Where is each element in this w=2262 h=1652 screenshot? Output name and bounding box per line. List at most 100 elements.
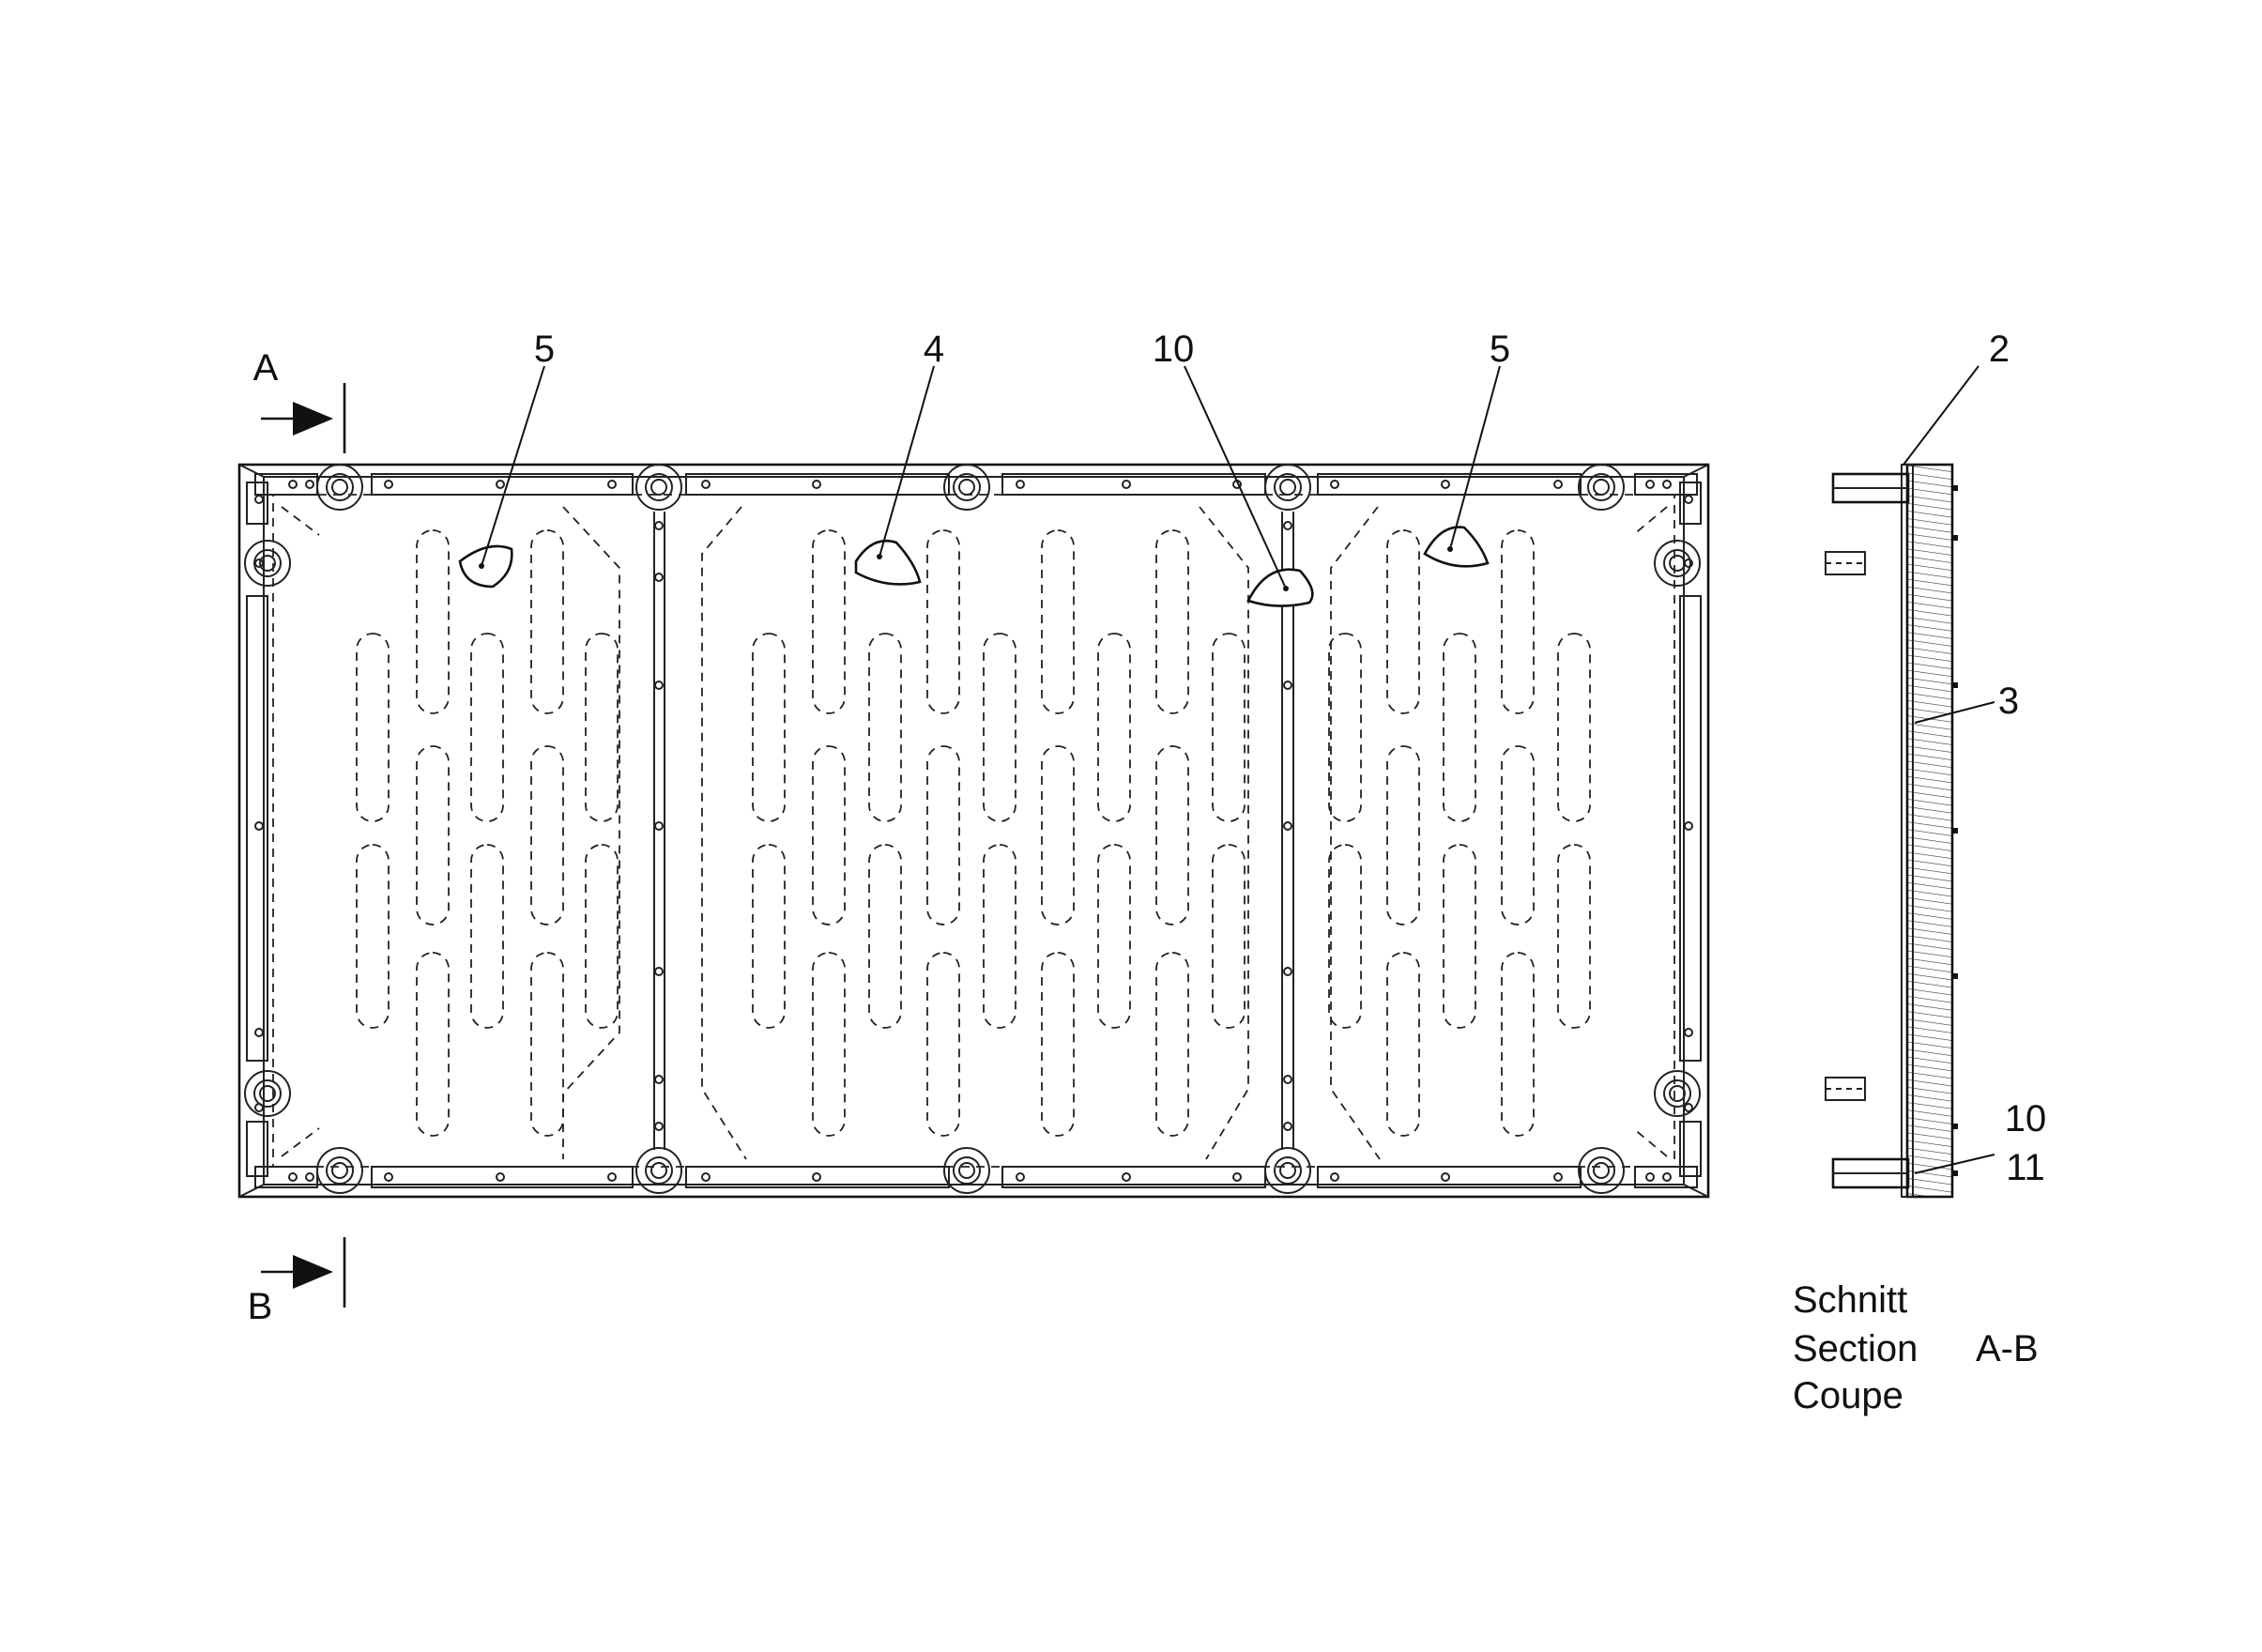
fastener-dot — [1283, 821, 1292, 831]
caption-section-name: A-B — [1976, 1328, 2039, 1369]
slot — [983, 844, 1016, 1029]
fastener-dot — [1283, 521, 1292, 530]
slot — [1443, 844, 1476, 1029]
slot — [530, 529, 564, 714]
plan-leaders — [481, 365, 1501, 589]
mounting-hole — [1264, 464, 1311, 511]
mounting-hole-core — [650, 479, 667, 496]
fastener-dot — [384, 1172, 393, 1182]
slot — [812, 952, 846, 1137]
fastener-dot — [288, 1172, 298, 1182]
fastener-dot — [1232, 1172, 1242, 1182]
mounting-hole — [316, 1147, 363, 1194]
mounting-hole-core — [1279, 479, 1296, 496]
fastener-dot — [1662, 480, 1672, 489]
fastener-dot — [1330, 1172, 1339, 1182]
fastener-dot — [1283, 1075, 1292, 1084]
mounting-hole-inner — [253, 1079, 282, 1108]
slot — [416, 529, 450, 714]
segment-dividers — [653, 512, 1294, 1150]
fastener-dot — [1122, 1172, 1131, 1182]
feature-10 — [1246, 568, 1314, 607]
mounting-hole-inner — [1587, 473, 1615, 501]
fastener-dot — [1684, 495, 1693, 504]
fastener-dot — [1283, 681, 1292, 690]
mounting-hole — [635, 464, 682, 511]
fastener-dot — [1684, 1103, 1693, 1112]
fastener-dot — [254, 1103, 264, 1112]
fastener-dot — [288, 480, 298, 489]
slot — [926, 952, 960, 1137]
slot — [1386, 952, 1420, 1137]
slot — [1155, 745, 1189, 925]
mounting-hole-core — [331, 1162, 348, 1179]
slot — [1386, 529, 1420, 714]
feature-4 — [854, 539, 922, 586]
fastener-dot — [812, 1172, 821, 1182]
slot — [1212, 633, 1246, 822]
callout-11: 11 — [2006, 1147, 2045, 1188]
mounting-hole-core — [1593, 479, 1610, 496]
mounting-hole-inner — [953, 473, 981, 501]
slot — [416, 952, 450, 1137]
slot — [1155, 529, 1189, 714]
section-ticks — [1952, 485, 1958, 1176]
mounting-hole-inner — [326, 473, 354, 501]
mounting-hole — [1654, 1070, 1701, 1117]
slot — [1041, 745, 1075, 925]
fastener-dot — [1283, 1122, 1292, 1131]
arrow-b-icon — [293, 1255, 333, 1289]
fastener-dot — [496, 1172, 505, 1182]
arrow-a-icon — [293, 402, 333, 436]
slot — [812, 529, 846, 714]
fastener-dot — [496, 480, 505, 489]
slot — [585, 844, 619, 1029]
mounting-hole-core — [958, 1162, 975, 1179]
fastener-dot — [254, 821, 264, 831]
slot — [530, 952, 564, 1137]
mounting-hole-inner — [1663, 549, 1691, 577]
mounting-hole — [316, 464, 363, 511]
section-tick — [1952, 973, 1958, 979]
section-letter-a: A — [253, 347, 279, 389]
fastener-dot — [305, 1172, 314, 1182]
slot — [1443, 633, 1476, 822]
plan-view: 5 4 10 5 — [237, 329, 1710, 1199]
section-letter-b: B — [248, 1286, 273, 1327]
fastener-dot — [607, 480, 617, 489]
slot — [926, 529, 960, 714]
slot — [752, 844, 786, 1029]
section-tick — [1952, 828, 1958, 834]
fastener-dots — [254, 480, 1693, 1182]
fastener-dot — [1684, 821, 1693, 831]
slot — [1097, 633, 1131, 822]
slot — [1212, 844, 1246, 1029]
section-caption: Schnitt Section A-B Coupe — [1793, 1279, 2039, 1416]
slot — [1501, 529, 1535, 714]
slot — [1501, 745, 1535, 925]
mounting-hole-inner — [253, 549, 282, 577]
callout-10-section: 10 — [2005, 1098, 2047, 1140]
slot — [1041, 952, 1075, 1137]
mounting-hole-inner — [1663, 1079, 1691, 1108]
fastener-dot — [384, 480, 393, 489]
slot — [1041, 529, 1075, 714]
slot — [470, 844, 504, 1029]
section-tick — [1952, 1124, 1958, 1129]
fastener-dot — [1330, 480, 1339, 489]
mounting-hole-inner — [645, 473, 673, 501]
mounting-hole-core — [958, 479, 975, 496]
slot — [1328, 844, 1362, 1029]
fastener-dot — [607, 1172, 617, 1182]
mounting-hole-inner — [1587, 1156, 1615, 1185]
fastener-dot — [254, 558, 264, 568]
fastener-dot — [1645, 1172, 1655, 1182]
mounting-hole-core — [1669, 1085, 1686, 1102]
slot — [1557, 633, 1591, 822]
fastener-dot — [1016, 480, 1025, 489]
mounting-hole-core — [331, 479, 348, 496]
slot — [356, 844, 390, 1029]
mounting-hole — [1578, 1147, 1625, 1194]
slot — [1155, 952, 1189, 1137]
